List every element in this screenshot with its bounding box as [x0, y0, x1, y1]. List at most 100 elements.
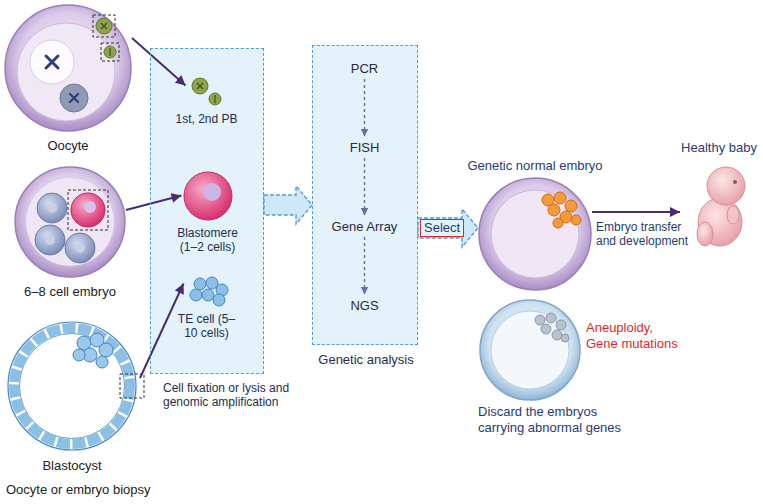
- method-step: Gene Array: [322, 216, 408, 238]
- normal-embryo-drawing: [542, 192, 581, 228]
- edge-label-slot: Embryo transfer and development: [596, 220, 696, 249]
- edge-label-slot: Select: [420, 219, 464, 237]
- analysis-panel: Genetic analysisPCRFISHGene ArrayNGS: [312, 45, 418, 345]
- flow-arrow: [140, 284, 184, 379]
- sample-label-slot: Blastomere (1–2 cells): [168, 226, 248, 255]
- method-slot: NGS: [322, 298, 408, 314]
- block-arrow: [418, 209, 478, 247]
- cleavage-embryo-drawing: [75, 243, 85, 253]
- cleavage-embryo-drawing: [37, 193, 67, 223]
- method-slot: PCR: [322, 61, 408, 77]
- baby-drawing: [697, 222, 713, 246]
- te-cell-sample: TE cell (5–10 cells): [184, 276, 230, 308]
- polar-body-drawing: [192, 78, 208, 94]
- normal-embryo-drawing: [491, 190, 579, 278]
- baby-drawing: [698, 198, 742, 246]
- baby-drawing: [707, 167, 745, 205]
- oocyte-drawing: [101, 43, 119, 61]
- method-step: PCR: [322, 58, 408, 80]
- abnormality-note-slot: Aneuploidy, Gene mutations: [586, 320, 683, 351]
- abnormal-embryo-drawing: [480, 300, 580, 400]
- blastocyst-drawing: [14, 328, 130, 444]
- method-label: Gene Array: [322, 219, 408, 235]
- normal-embryo-drawing: [571, 215, 581, 225]
- flow-arrow: [592, 211, 680, 213]
- abnormality-note: Aneuploidy, Gene mutations: [586, 320, 683, 351]
- method-label: FISH: [322, 140, 408, 156]
- normal-embryo-drawing: [565, 200, 577, 212]
- blastocyst-drawing: [99, 343, 113, 357]
- discard-note-slot: Discard the embryos carrying abnormal ge…: [478, 404, 638, 435]
- figure-title-slot: Genetic normal embryo: [450, 158, 620, 174]
- method-label: PCR: [322, 61, 408, 77]
- sample-label: TE cell (5–10 cells): [173, 312, 241, 341]
- normal-embryo-figure: Genetic normal embryo: [478, 178, 592, 290]
- discard-note: Discard the embryos carrying abnormal ge…: [478, 404, 638, 435]
- figure-caption: Oocyte or embryo biopsy: [6, 482, 186, 498]
- select-tag: Select: [420, 219, 464, 237]
- abnormal-embryo-drawing: [556, 320, 566, 330]
- cleavage-embryo-drawing: [15, 167, 125, 277]
- figure-label: 6–8 cell embryo: [0, 284, 140, 300]
- polar-body-sample: 1st, 2nd PB: [186, 74, 228, 108]
- oocyte-figure: Oocyte: [4, 4, 132, 132]
- normal-embryo-drawing: [548, 204, 560, 216]
- figure-label: Blastocyst: [4, 458, 140, 474]
- abnormal-embryo-drawing: [535, 315, 545, 325]
- sample-label-slot: 1st, 2nd PB: [162, 112, 252, 126]
- figure-label-slot: Oocyte: [4, 138, 132, 154]
- abnormal-embryo-drawing: [552, 330, 562, 340]
- blastomere-drawing: [184, 172, 232, 220]
- cleavage-embryo-drawing: [71, 193, 105, 227]
- oocyte-drawing: [70, 94, 78, 102]
- baby-drawing: [697, 167, 745, 246]
- baby-figure: Healthy baby: [680, 160, 760, 248]
- abnormal-embryo-drawing: [546, 313, 556, 323]
- oocyte-drawing: [5, 5, 131, 131]
- method-slot: Gene Array: [322, 219, 408, 235]
- panel-note: Cell fixation or lysis and genomic ampli…: [163, 381, 323, 410]
- te-cell-drawing: [213, 294, 225, 306]
- normal-embryo-drawing: [554, 192, 566, 204]
- method-step: FISH: [322, 137, 408, 159]
- cleavage-embryo-drawing: [26, 178, 114, 266]
- panel-fill: [312, 45, 418, 345]
- blastomere-drawing: [203, 183, 221, 201]
- cleavage-embryo-drawing: [47, 203, 57, 213]
- embryo-figure: 6–8 cell embryo: [14, 166, 126, 278]
- oocyte-drawing: [109, 48, 110, 56]
- polar-body-drawing: [214, 95, 215, 103]
- blastocyst-drawing: [96, 356, 108, 368]
- flow-arrow: [364, 158, 365, 215]
- flow-arrow: [132, 38, 186, 86]
- oocyte-drawing: [60, 84, 88, 112]
- cleavage-embryo-drawing: [15, 167, 125, 277]
- te-cell-drawing: [194, 278, 206, 290]
- blastomere-drawing: [184, 172, 232, 220]
- blastocyst-drawing: [20, 334, 125, 439]
- method-step: NGS: [322, 295, 408, 317]
- oocyte-drawing: [5, 5, 131, 131]
- panel-caption: Genetic analysis: [301, 352, 431, 368]
- te-cell-drawing: [190, 289, 202, 301]
- blastocyst-drawing: [8, 322, 144, 450]
- sample-label: Blastomere (1–2 cells): [168, 226, 248, 255]
- figure-label: Oocyte: [4, 138, 132, 154]
- baby-drawing: [733, 180, 737, 184]
- oocyte-drawing: [93, 15, 115, 37]
- blastocyst-drawing: [73, 349, 85, 361]
- oocyte-drawing: [96, 18, 112, 34]
- cleavage-embryo-drawing: [35, 225, 65, 255]
- oocyte-drawing: [30, 40, 74, 84]
- sample-label-slot: TE cell (5–10 cells): [173, 312, 241, 341]
- caption-slot: Oocyte or embryo biopsy: [6, 482, 186, 498]
- blastomere-sample: Blastomere (1–2 cells): [182, 170, 234, 222]
- figure-label-slot: 6–8 cell embryo: [0, 284, 140, 300]
- normal-embryo-drawing: [479, 178, 591, 290]
- normal-embryo-drawing: [479, 178, 591, 290]
- abnormal-embryo-drawing: [561, 334, 569, 342]
- method-slot: FISH: [322, 140, 408, 156]
- baby-drawing: [727, 206, 739, 224]
